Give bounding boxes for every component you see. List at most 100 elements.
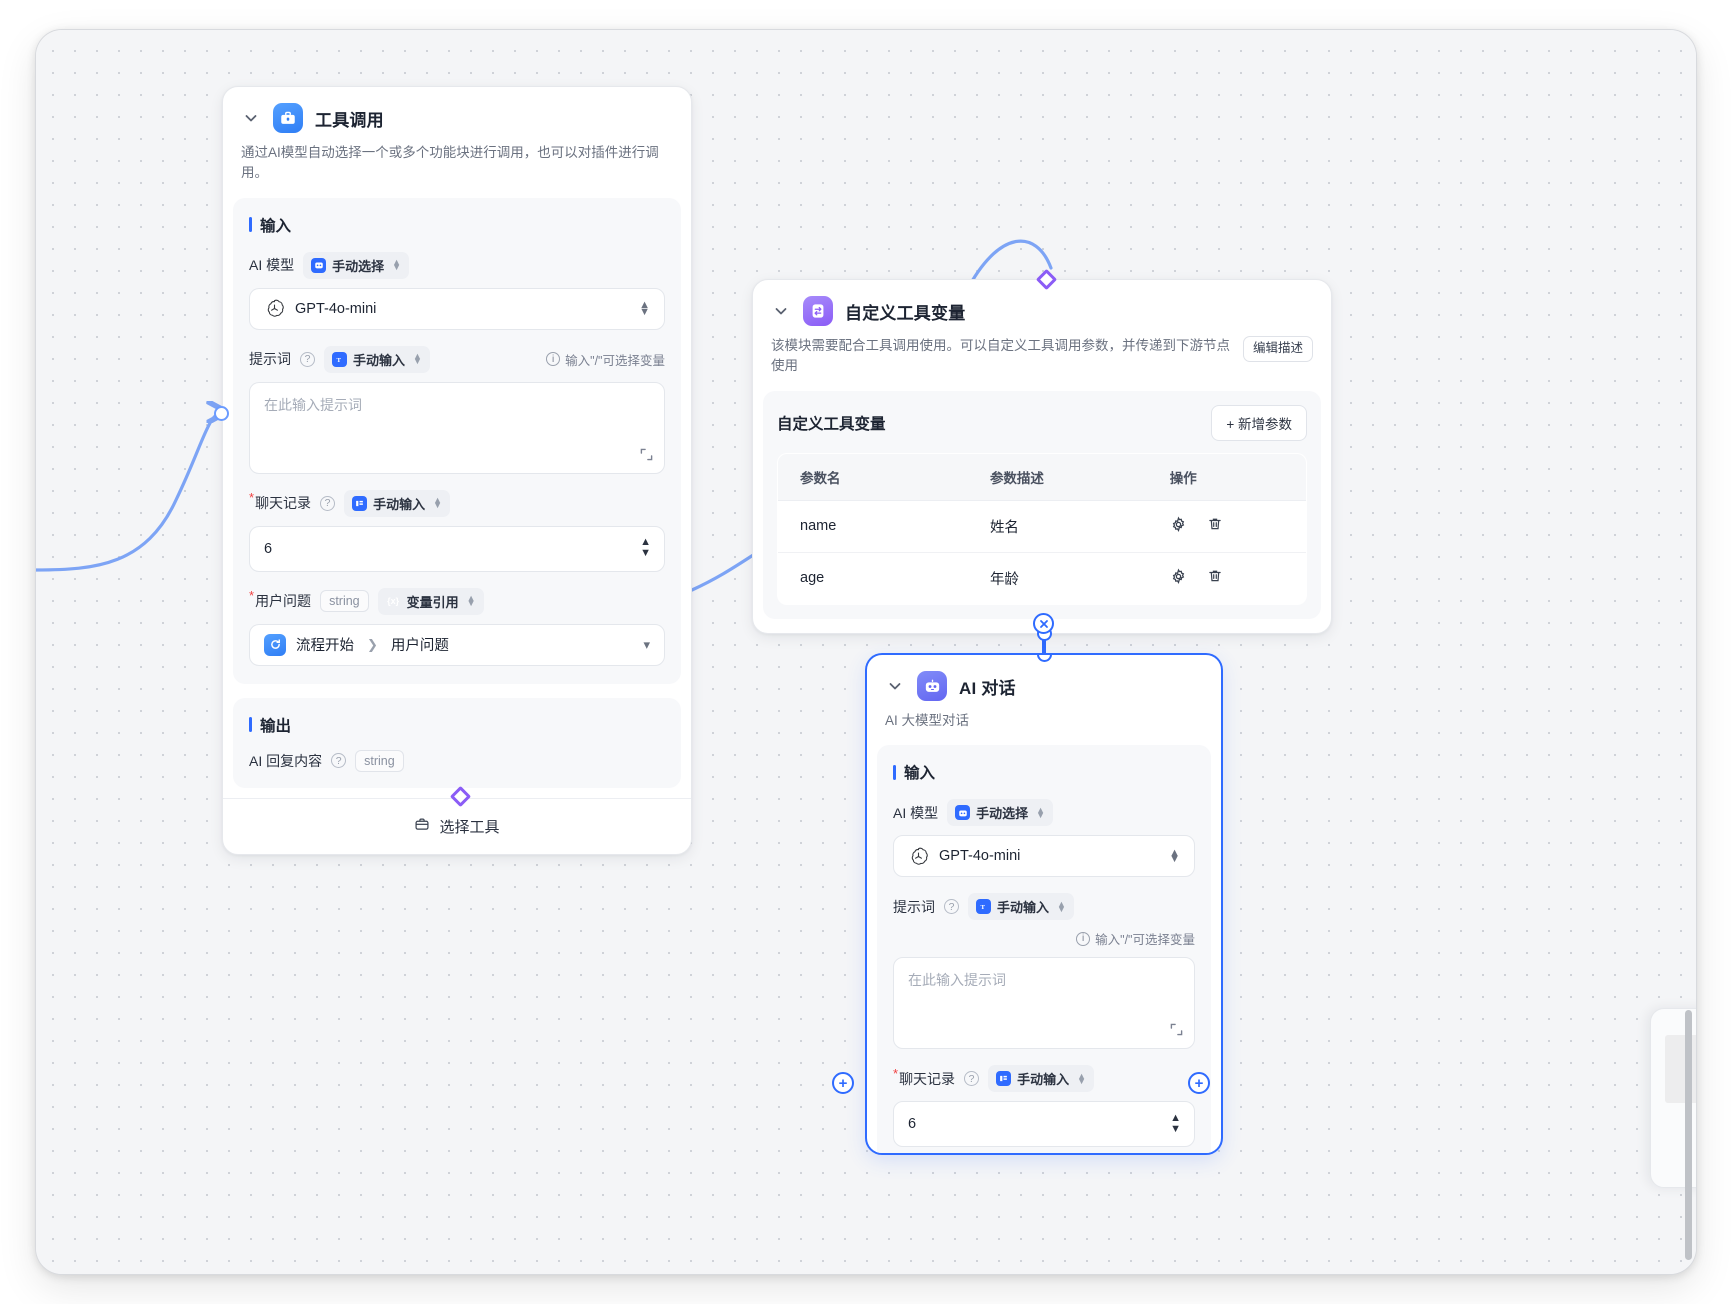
prompt-hint-text: 输入"/"可选择变量 <box>565 353 665 368</box>
add-node-left-button[interactable]: + <box>832 1072 854 1094</box>
node-description-text: 通过AI模型自动选择一个或多个功能块进行调用，也可以对插件进行调用。 <box>241 145 659 181</box>
custom-vars-panel-head: 自定义工具变量 + 新增参数 <box>777 404 1307 441</box>
toolbox-outline-icon <box>414 816 430 836</box>
number-stepper[interactable]: ▲ ▼ <box>640 536 651 559</box>
help-icon[interactable]: ? <box>320 495 336 511</box>
prompt-mode-label: 手动输入 <box>353 352 406 368</box>
ai-model-mode-select[interactable]: 手动选择 ▲▼ <box>303 251 410 279</box>
field-user-question: *用户问题 string {x} 变量引用 ▲▼ <box>249 587 665 666</box>
gear-icon[interactable] <box>1170 567 1187 589</box>
number-stepper[interactable]: ▲ ▼ <box>1170 1112 1181 1135</box>
node-title: 自定义工具变量 <box>845 303 966 323</box>
stepper-up-icon[interactable]: ▲ <box>1170 1112 1181 1125</box>
chat-history-mode-select[interactable]: 手动输入 ▲▼ <box>988 1065 1094 1093</box>
help-icon[interactable]: ? <box>964 1071 980 1087</box>
chat-history-number-input[interactable]: 6 ▲ ▼ <box>249 525 665 572</box>
trash-icon[interactable] <box>1207 516 1223 536</box>
expand-icon[interactable] <box>640 448 653 464</box>
prompt-placeholder: 在此输入提示词 <box>908 972 1006 989</box>
input-handle-tool-call[interactable] <box>214 406 229 421</box>
chat-history-value: 6 <box>264 540 273 557</box>
variable-mini-icon: {x} <box>387 596 400 606</box>
cell-param-name: name <box>778 500 968 553</box>
list-mini-icon <box>352 495 368 511</box>
user-question-label-text: 用户问题 <box>255 593 312 609</box>
stepper-down-icon[interactable]: ▼ <box>1170 1122 1181 1135</box>
tool-call-header: 工具调用 通过AI模型自动选择一个或多个功能块进行调用，也可以对插件进行调用。 <box>223 87 691 184</box>
svg-text:T: T <box>337 356 342 363</box>
gear-icon[interactable] <box>1170 515 1187 537</box>
prompt-textarea[interactable]: 在此输入提示词 <box>249 381 665 474</box>
field-ai-model: AI 模型 手动选择 ▲▼ <box>249 251 665 330</box>
help-icon[interactable]: ? <box>300 351 315 367</box>
stepper-down-icon[interactable]: ▼ <box>640 547 651 559</box>
table-row: age 年龄 <box>778 552 1306 604</box>
section-title-input: 输入 <box>249 214 665 236</box>
user-question-ref-select[interactable]: 流程开始 ❯ 用户问题 ▾ <box>249 623 665 666</box>
node-tool-call[interactable]: 工具调用 通过AI模型自动选择一个或多个功能块进行调用，也可以对插件进行调用。 … <box>214 86 692 855</box>
chevron-down-icon[interactable]: ▾ <box>643 636 650 652</box>
ai-chat-input-section: 输入 AI 模型 手动选择 ▲▼ <box>877 745 1211 1153</box>
edge-delete-button[interactable] <box>1033 613 1054 634</box>
robot-mini-icon <box>311 257 327 273</box>
chat-history-label-text: 聊天记录 <box>255 495 312 511</box>
ai-model-select[interactable]: GPT-4o-mini ▲▼ <box>249 287 665 330</box>
prompt-hint-text: 输入"/"可选择变量 <box>1095 933 1195 948</box>
user-question-label: *用户问题 <box>249 589 312 611</box>
prompt-mode-select[interactable]: T 手动输入 ▲▼ <box>324 345 430 373</box>
edge-input-to-tool-call <box>36 412 224 572</box>
prompt-mode-select[interactable]: T 手动输入 ▲▼ <box>968 893 1074 921</box>
required-asterisk: * <box>893 1066 899 1082</box>
prompt-textarea[interactable]: 在此输入提示词 <box>893 957 1195 1050</box>
info-icon: i <box>1076 931 1091 946</box>
stepper-up-icon[interactable]: ▲ <box>640 536 651 549</box>
user-question-type-tag: string <box>320 590 369 612</box>
chat-history-label-text: 聊天记录 <box>899 1070 956 1087</box>
node-custom-tool-vars[interactable]: 自定义工具变量 该模块需要配合工具调用使用。可以自定义工具调用参数，并传递到下游… <box>752 279 1332 641</box>
help-icon[interactable]: ? <box>944 899 959 915</box>
section-title-input: 输入 <box>893 761 1195 783</box>
field-chat-history: *聊天记录 ? 手动输入 ▲▼ 6 <box>249 489 665 572</box>
chat-history-mode-label: 手动输入 <box>1017 1072 1070 1088</box>
robot-icon <box>917 671 947 701</box>
output-label: AI 回复内容 <box>249 752 323 769</box>
collapse-chevron-icon[interactable] <box>885 676 905 696</box>
output-row: AI 回复内容 ? string <box>249 749 665 772</box>
workflow-canvas[interactable]: 工具调用 通过AI模型自动选择一个或多个功能块进行调用，也可以对插件进行调用。 … <box>36 30 1696 1274</box>
section-label: 输出 <box>260 717 292 735</box>
chevron-updown-icon[interactable]: ▲▼ <box>1169 846 1180 866</box>
ai-model-select[interactable]: GPT-4o-mini ▲▼ <box>893 835 1195 878</box>
node-ai-chat[interactable]: AI 对话 AI 大模型对话 输入 AI 模型 <box>866 654 1222 1154</box>
collapse-chevron-icon[interactable] <box>771 301 791 321</box>
table-header-row: 参数名 参数描述 操作 <box>778 453 1306 501</box>
help-icon[interactable]: ? <box>331 753 347 768</box>
chat-history-value: 6 <box>908 1116 917 1133</box>
chevron-updown-icon[interactable]: ▲▼ <box>639 298 650 318</box>
chat-history-mode-select[interactable]: 手动输入 ▲▼ <box>344 489 450 517</box>
flow-start-icon <box>264 633 286 656</box>
node-description: 通过AI模型自动选择一个或多个功能块进行调用，也可以对插件进行调用。 <box>241 143 673 184</box>
tool-call-input-section: 输入 AI 模型 手动选择 ▲▼ <box>233 197 681 684</box>
user-question-mode-select[interactable]: {x} 变量引用 ▲▼ <box>377 587 484 615</box>
add-node-right-button[interactable]: + <box>1188 1072 1210 1094</box>
chat-history-number-input[interactable]: 6 ▲ ▼ <box>893 1101 1195 1148</box>
field-ai-model: AI 模型 手动选择 ▲▼ <box>893 799 1195 878</box>
collapse-chevron-icon[interactable] <box>241 108 261 128</box>
ai-model-label: AI 模型 <box>249 257 295 273</box>
column-header-name: 参数名 <box>778 453 968 501</box>
add-parameter-button[interactable]: + 新增参数 <box>1211 404 1307 441</box>
prompt-label: 提示词 <box>249 351 291 367</box>
vertical-scrollbar[interactable] <box>1685 1010 1692 1260</box>
expand-icon[interactable] <box>1170 1023 1183 1039</box>
section-label: 输入 <box>260 217 292 235</box>
tool-call-output-section: 输出 AI 回复内容 ? string <box>233 697 681 788</box>
select-tool-button[interactable]: 选择工具 <box>223 797 691 854</box>
chevron-updown-icon: ▲▼ <box>466 593 476 608</box>
chevron-updown-icon: ▲▼ <box>392 257 402 272</box>
chevron-updown-icon: ▲▼ <box>1077 1070 1086 1086</box>
trash-icon[interactable] <box>1207 568 1223 588</box>
edit-description-button[interactable]: 编辑描述 <box>1242 336 1313 362</box>
ai-model-mode-select[interactable]: 手动选择 ▲▼ <box>947 799 1054 827</box>
ai-model-value: GPT-4o-mini <box>295 300 377 317</box>
